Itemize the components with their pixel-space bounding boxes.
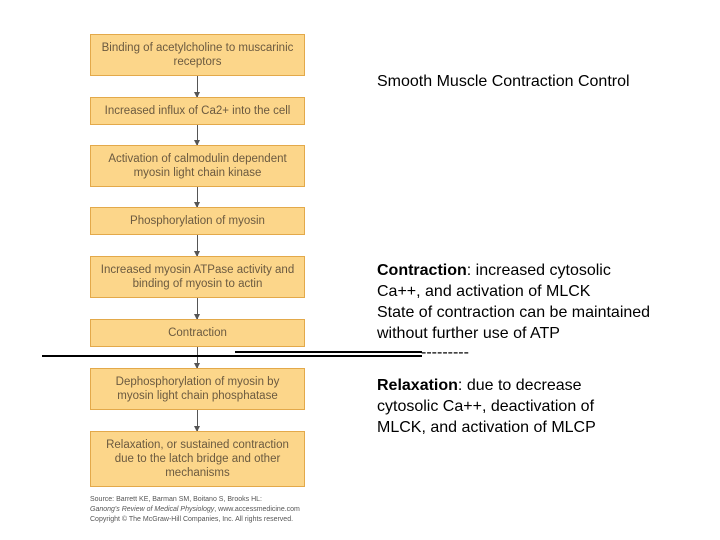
step-label: Relaxation, or sustained contraction due… [106, 439, 289, 479]
contraction-line: Ca++, and activation of MLCK [377, 283, 591, 300]
step-label: Dephosphorylation of myosin by myosin li… [115, 376, 280, 402]
step-calcium-influx: Increased influx of Ca2+ into the cell [90, 97, 305, 125]
relaxation-line: cytosolic Ca++, deactivation of [377, 398, 595, 415]
step-myosin-phosphorylation: Phosphorylation of myosin [90, 207, 305, 235]
source-url: , www.accessmedicine.com [214, 506, 300, 513]
step-dephosphorylation: Dephosphorylation of myosin by myosin li… [90, 368, 305, 410]
contraction-line: State of contraction can be maintained [377, 304, 651, 321]
relaxation-text: : due to decrease [457, 377, 582, 394]
arrow-down-icon [194, 235, 200, 257]
contraction-term: Contraction [377, 262, 467, 279]
step-contraction: Contraction [90, 319, 305, 347]
step-mlck-activation: Activation of calmodulin dependent myosi… [90, 145, 305, 187]
arrow-down-icon [194, 187, 200, 208]
step-label: Increased myosin ATPase activity and bin… [100, 264, 295, 290]
relaxation-term: Relaxation [377, 377, 458, 394]
step-atpase-activity: Increased myosin ATPase activity and bin… [90, 256, 305, 298]
step-relaxation: Relaxation, or sustained contraction due… [90, 431, 305, 487]
step-label: Phosphorylation of myosin [130, 215, 265, 227]
source-citation: Source: Barrett KE, Barman SM, Boitano S… [90, 495, 350, 525]
arrow-down-icon [194, 76, 200, 98]
step-label: Increased influx of Ca2+ into the cell [104, 105, 291, 117]
contraction-line: Contraction: increased cytosolic [377, 260, 650, 281]
contraction-line: without further use of ATP [377, 325, 560, 342]
arrow-down-icon [194, 125, 200, 146]
step-acetylcholine-binding: Binding of acetylcholine to muscarinic r… [90, 34, 305, 76]
slide-title: Smooth Muscle Contraction Control [377, 73, 630, 90]
relaxation-notes: Relaxation: due to decrease cytosolic Ca… [377, 375, 596, 438]
step-label: Contraction [168, 327, 227, 339]
divider-line-offset [235, 351, 422, 353]
step-label: Binding of acetylcholine to muscarinic r… [101, 42, 294, 68]
divider-dashes: --------- [421, 344, 469, 361]
source-line: Source: Barrett KE, Barman SM, Boitano S… [90, 496, 262, 503]
arrow-down-icon [194, 410, 200, 432]
relaxation-line: Relaxation: due to decrease [377, 375, 596, 396]
arrow-down-icon [194, 347, 200, 369]
step-label: Activation of calmodulin dependent myosi… [108, 153, 287, 179]
arrow-down-icon [194, 298, 200, 320]
book-title: Ganong's Review of Medical Physiology [90, 506, 215, 513]
relaxation-line: MLCK, and activation of MLCP [377, 419, 596, 436]
source-line: Ganong's Review of Medical Physiology, w… [90, 505, 350, 515]
contraction-text: : increased cytosolic [466, 262, 611, 279]
contraction-notes: Contraction: increased cytosolic Ca++, a… [377, 260, 650, 344]
copyright-line: Copyright © The McGraw-Hill Companies, I… [90, 516, 294, 523]
divider-line [42, 355, 422, 357]
